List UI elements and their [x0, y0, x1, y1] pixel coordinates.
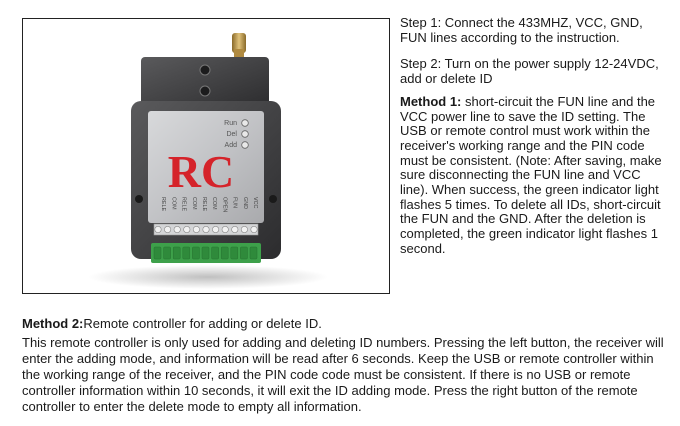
brand-logo: RC: [168, 146, 234, 197]
method-1-text: short-circuit the FUN line and the VCC p…: [400, 93, 662, 256]
terminal-pin: [172, 246, 181, 260]
indicator-label: Run: [224, 120, 237, 127]
terminal-label: OPEN: [221, 197, 227, 212]
terminal-labels: VCC GND FUN OPEN COM RELE COM RELE COM RELE: [160, 197, 258, 212]
face-plate: [148, 111, 264, 223]
terminal-pin: [240, 246, 248, 260]
method-2-text: This remote controller is only used for …: [22, 335, 664, 414]
led-icon: [241, 141, 249, 149]
method-2-title: Method 2:: [22, 316, 84, 331]
indicator-lights: Run Del Add: [224, 119, 249, 149]
terminal-screw: [240, 226, 248, 234]
antenna: [232, 33, 246, 53]
terminal-screw: [212, 226, 220, 234]
step-2-text: Step 2: Turn on the power supply 12-24VD…: [400, 56, 659, 87]
terminal-pins: [153, 246, 258, 260]
terminal-label: RELE: [160, 197, 166, 211]
terminal-pin: [182, 246, 191, 260]
terminal-label: COM: [170, 197, 176, 210]
terminal-screw: [202, 226, 210, 234]
method-2-title-suffix: Remote controller for adding or delete I…: [83, 316, 322, 331]
terminal-label: COM: [191, 197, 197, 210]
terminal-pin: [192, 246, 200, 260]
terminal-label: GND: [242, 197, 248, 209]
receiver-device-image: Run Del Add RC VCC GND FUN OPEN COM RELE COM RE…: [88, 33, 328, 289]
method-2-heading: Method 2:Remote controller for adding or…: [22, 316, 672, 332]
terminal-pin: [153, 246, 162, 260]
terminal-label: VCC: [252, 197, 258, 208]
terminal-pin: [230, 246, 239, 260]
method-1-title: Method 1:: [400, 93, 462, 109]
terminal-screws: [154, 226, 258, 234]
method-1-paragraph: Method 1: short-circuit the FUN line and…: [400, 93, 672, 257]
terminal-screw: [192, 226, 200, 234]
led-icon: [241, 130, 249, 138]
indicator-label: Add: [225, 142, 238, 149]
terminal-label: FUN: [232, 197, 238, 208]
terminal-screw: [183, 226, 191, 234]
mounting-bracket: [141, 57, 269, 107]
screw-icon: [199, 85, 211, 97]
terminal-pin: [220, 246, 229, 260]
terminal-screw: [173, 226, 181, 234]
led-icon: [241, 119, 249, 127]
instructions-column: Step 1: Connect the 433MHZ, VCC, GND, FU…: [400, 15, 672, 257]
terminal-label: RELE: [181, 197, 187, 211]
product-photo: Run Del Add RC VCC GND FUN OPEN COM RELE COM RE…: [22, 18, 390, 294]
terminal-screw: [250, 226, 258, 234]
terminal-label: COM: [211, 197, 217, 210]
terminal-pin: [211, 246, 219, 260]
method-2-section: Method 2:Remote controller for adding or…: [22, 316, 672, 415]
step-1-text: Step 1: Connect the 433MHZ, VCC, GND, FU…: [400, 15, 643, 45]
terminal-screw: [164, 226, 172, 234]
terminal-screw: [221, 226, 229, 234]
terminal-pin: [249, 246, 258, 260]
screw-icon: [199, 64, 211, 76]
terminal-pin: [163, 246, 171, 260]
terminal-label: RELE: [201, 197, 207, 211]
terminal-pin: [201, 246, 210, 260]
indicator-label: Del: [226, 131, 237, 138]
terminal-screw: [154, 226, 162, 234]
terminal-screw: [231, 226, 239, 234]
